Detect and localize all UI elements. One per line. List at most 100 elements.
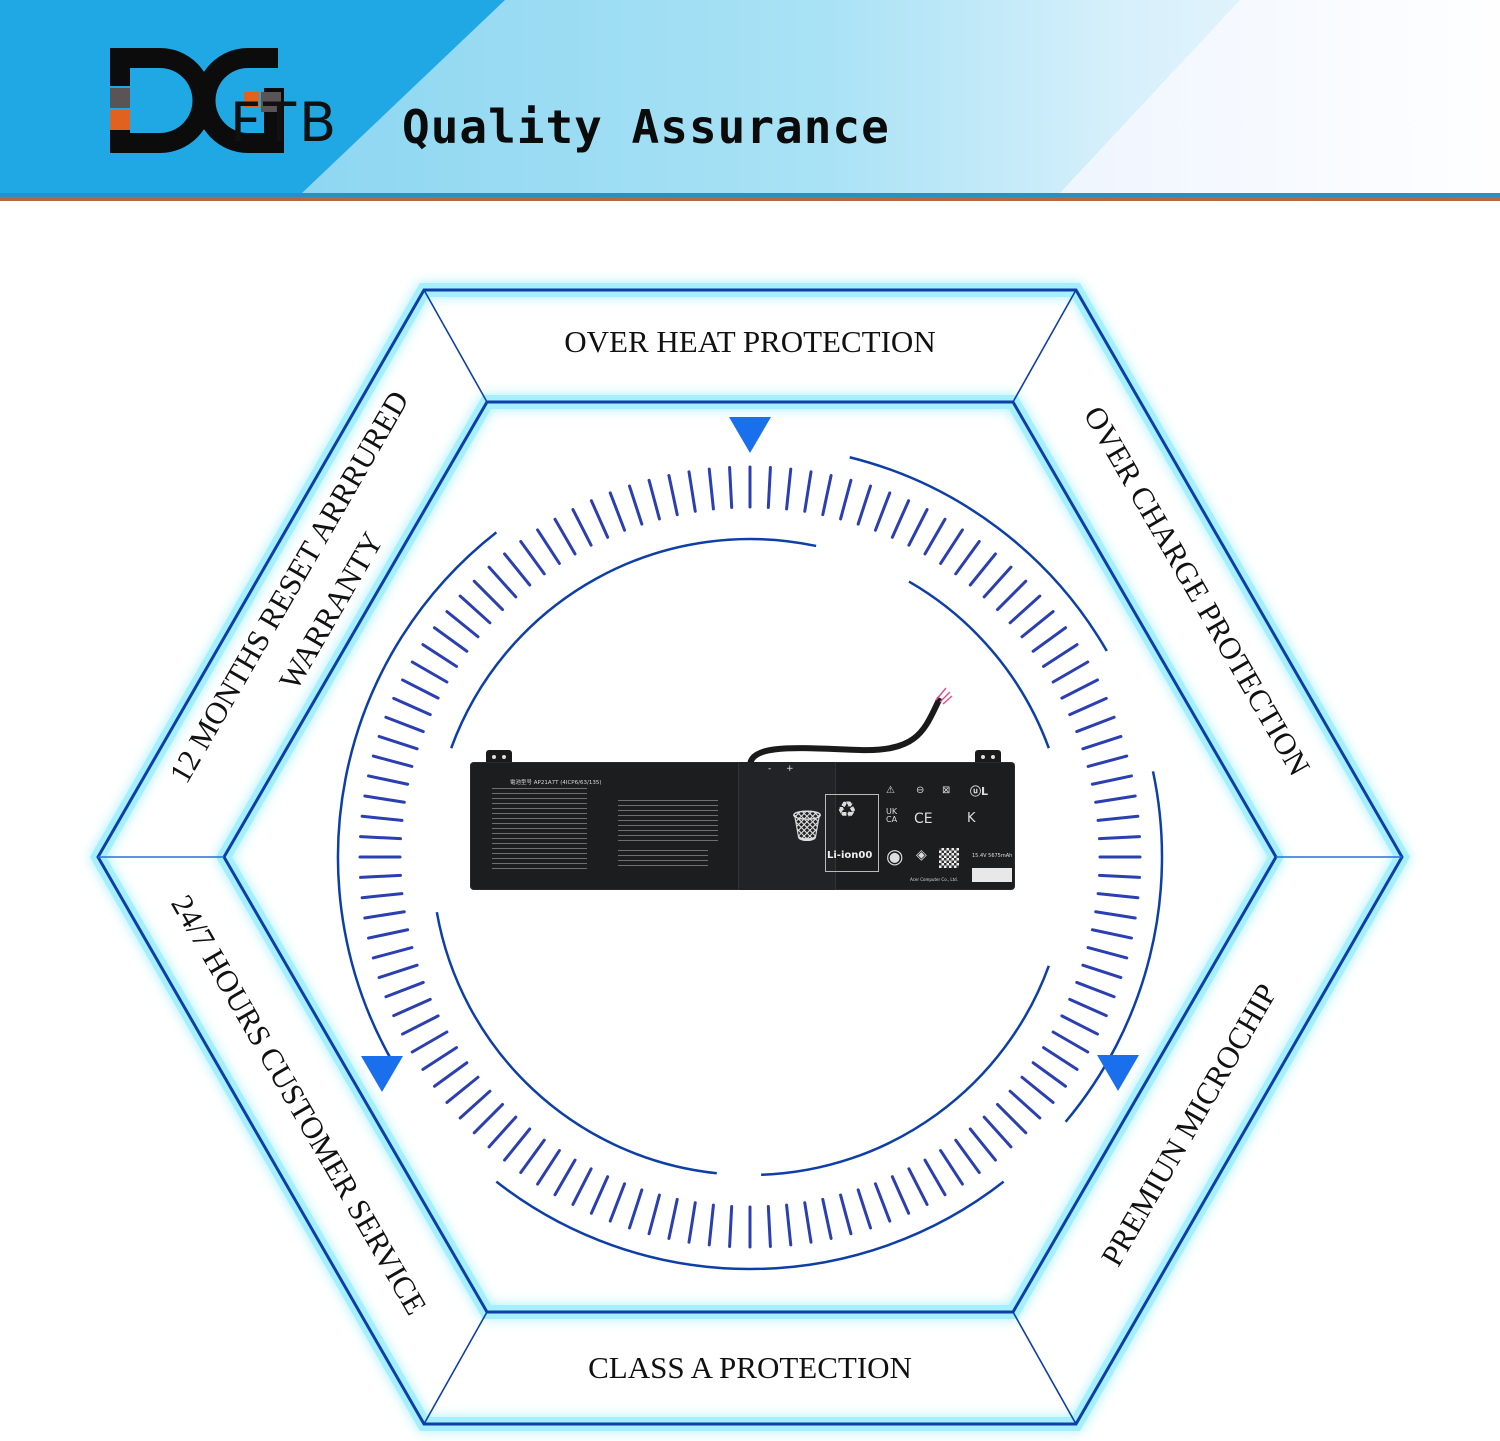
tick-mark	[1096, 892, 1140, 900]
tick-mark	[766, 466, 772, 509]
tick-mark	[907, 508, 929, 547]
marker-triangle-lower-left	[361, 1056, 403, 1092]
outer-arc-bottom	[495, 1180, 1005, 1271]
barcode-sticker	[972, 868, 1012, 882]
tick-mark	[766, 1205, 772, 1248]
tick-mark	[1031, 1061, 1068, 1088]
battery-origin-text-block	[618, 850, 708, 866]
ul-mark-icon: ⓤL	[970, 785, 989, 798]
tick-mark	[1068, 997, 1108, 1018]
tick-mark	[487, 565, 518, 599]
tick-mark	[995, 1102, 1028, 1135]
battery-manufacturer: Acer Computer Co., Ltd.	[910, 877, 958, 882]
tick-mark	[803, 470, 813, 513]
tick-mark	[687, 1201, 697, 1244]
weee-bin-icon: 🗑	[788, 809, 827, 844]
tick-mark	[472, 1102, 505, 1135]
tick-mark	[359, 835, 402, 841]
tick-mark	[1081, 734, 1123, 751]
tick-mark	[873, 1182, 892, 1223]
tick-mark	[384, 715, 425, 734]
marker-triangle-top	[729, 417, 771, 453]
tick-mark	[367, 774, 410, 786]
tick-mark	[856, 1188, 873, 1230]
logo-gray-square	[110, 88, 130, 108]
tick-mark	[1042, 643, 1079, 668]
tick-mark	[627, 1188, 644, 1230]
tick-mark	[392, 997, 432, 1018]
tick-mark	[1060, 678, 1099, 700]
tick-mark	[503, 552, 532, 587]
tick-mark	[907, 1167, 929, 1206]
outer-arc-left	[336, 531, 498, 1064]
tick-mark	[667, 474, 679, 517]
tick-mark	[954, 539, 981, 576]
tick-mark	[707, 467, 715, 511]
warning-icon: ⚠	[886, 785, 895, 796]
battery-rating: 15.4V 5675mAh	[972, 853, 1013, 859]
tick-mark	[432, 1061, 469, 1088]
tick-mark	[1094, 910, 1137, 920]
tick-mark	[1090, 928, 1133, 940]
tick-mark	[401, 678, 440, 700]
tick-mark	[923, 517, 947, 556]
tick-mark	[392, 696, 432, 717]
dgftb-logo-mark	[110, 48, 284, 153]
battery-warning-text-block	[618, 800, 718, 842]
tick-mark	[785, 467, 793, 511]
tick-mark	[472, 579, 505, 612]
tick-mark	[1098, 835, 1141, 841]
outer-arc-top-right	[849, 456, 1108, 652]
recycle-box	[825, 794, 879, 872]
tick-mark	[954, 1138, 981, 1175]
tick-mark	[519, 539, 546, 576]
tick-mark	[553, 517, 577, 556]
battery-cable	[747, 687, 953, 767]
outer-arc-right	[1064, 771, 1164, 1123]
header-stripe-blue	[0, 193, 1500, 197]
tick-mark	[839, 1193, 853, 1236]
tick-mark	[968, 1127, 997, 1162]
tick-mark	[519, 1138, 546, 1175]
liion-label: Li-ion00	[827, 850, 873, 861]
tick-mark	[377, 963, 419, 980]
tick-mark	[627, 484, 644, 526]
tick-mark	[995, 579, 1028, 612]
tick-mark	[1068, 696, 1108, 717]
tick-mark	[923, 1158, 947, 1197]
page-title: Quality Assurance	[402, 100, 890, 154]
tick-mark	[1090, 774, 1133, 786]
ring-arcs	[336, 456, 1164, 1271]
tick-mark	[363, 910, 406, 920]
battery-product-image: - + 電池型号 AP21A7T (4ICP6/63/135) 🗑 ♻ Li-i…	[470, 687, 1015, 892]
kc-mark-icon: K	[967, 811, 976, 826]
tick-mark	[421, 1046, 458, 1071]
tick-mark	[1060, 1014, 1099, 1036]
tick-mark	[982, 1115, 1013, 1149]
tick-mark	[1081, 963, 1123, 980]
tick-mark	[458, 1089, 492, 1120]
tick-mark	[803, 1201, 813, 1244]
inner-arc-upper-left	[450, 537, 817, 749]
tick-mark	[839, 478, 853, 521]
tick-ring	[358, 465, 1142, 1249]
tick-mark	[1020, 610, 1055, 639]
tick-mark	[1096, 814, 1140, 822]
recycle-icon: ♻	[837, 798, 857, 823]
pse-mark-icon: ◈	[916, 847, 927, 863]
tick-mark	[647, 1193, 661, 1236]
tick-mark	[785, 1203, 793, 1247]
header-stripe-brown	[0, 197, 1500, 201]
tick-mark	[821, 1197, 833, 1240]
tick-mark	[728, 1205, 734, 1248]
marker-triangle-lower-right	[1097, 1055, 1139, 1091]
no-disassemble-icon: ⊖	[916, 785, 925, 796]
inner-arc-lower-right	[761, 965, 1050, 1177]
tick-mark	[890, 1175, 911, 1215]
battery-center-panel	[738, 762, 836, 890]
tick-mark	[939, 1149, 964, 1186]
tick-mark	[821, 474, 833, 517]
seal-icon: ◉	[886, 844, 904, 868]
